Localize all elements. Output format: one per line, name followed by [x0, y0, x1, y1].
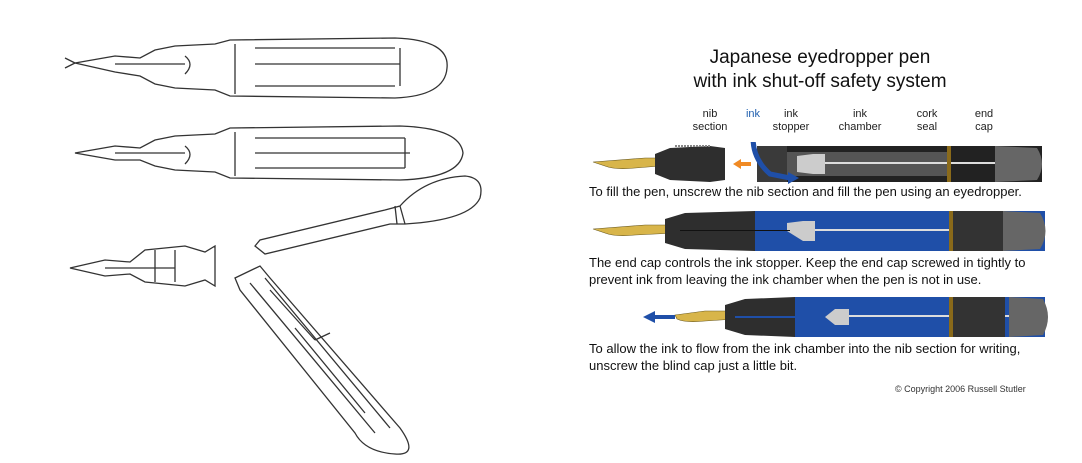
- label-ink-chamber: ink chamber: [839, 108, 882, 134]
- end-cap: [995, 146, 1042, 182]
- nib-section-body: [655, 146, 725, 182]
- label-nib-section: nib section: [693, 108, 728, 134]
- copyright-notice: © Copyright 2006 Russell Stutler: [895, 384, 1026, 394]
- diagram-title: Japanese eyedropper pen with ink shut-of…: [640, 46, 1000, 94]
- ink-flow-arrow: [750, 142, 791, 181]
- label-nib-section-l2: section: [692, 121, 728, 133]
- label-end-cap-l2: cap: [975, 121, 993, 133]
- pen-diagram-writing: [643, 297, 1048, 337]
- label-ink-chamber-l1: ink: [852, 108, 868, 120]
- caption-fill: To fill the pen, unscrew the nib section…: [589, 184, 1022, 199]
- ink-stopper: [797, 154, 825, 174]
- label-cork-seal-l1: cork: [916, 108, 938, 120]
- label-ink-stopper: ink stopper: [773, 108, 810, 134]
- sketch-eyedropper: [254, 175, 482, 255]
- pen-parts-sketch: [64, 37, 482, 455]
- label-cork-seal-l2: seal: [916, 121, 938, 133]
- cork-seal: [947, 146, 951, 182]
- label-nib-section-l1: nib: [702, 108, 718, 120]
- sketch-pen-assembled-1: [64, 37, 448, 99]
- pen-diagram-closed: [592, 211, 1046, 251]
- title-line-2: with ink shut-off safety system: [693, 71, 947, 92]
- title-line-1: Japanese eyedropper pen: [709, 47, 931, 68]
- label-ink-chamber-l2: chamber: [838, 121, 882, 133]
- label-end-cap-l1: end: [974, 108, 994, 120]
- label-ink-stopper-l2: stopper: [772, 121, 810, 133]
- pen-diagram-filling: [592, 142, 1042, 184]
- sketch-pen-body-barrel: [234, 265, 410, 455]
- ink-out-arrow: [643, 311, 675, 323]
- caption-open-2: unscrew the blind cap just a little bit.: [589, 358, 798, 373]
- caption-open-1: To allow the ink to flow from the ink ch…: [589, 341, 1021, 356]
- sketch-nib-section: [69, 244, 216, 288]
- caption-closed-1: The end cap controls the ink stopper. Ke…: [589, 255, 1026, 270]
- label-ink: ink: [745, 108, 761, 120]
- label-ink-stopper-l1: ink: [783, 108, 799, 120]
- label-end-cap: end cap: [975, 108, 993, 134]
- orange-arrow: [733, 159, 751, 169]
- sketch-pen-assembled-2: [74, 125, 464, 181]
- label-cork-seal: cork seal: [917, 108, 938, 134]
- nib: [592, 157, 661, 169]
- nib: [592, 224, 676, 236]
- caption-closed-2: prevent ink from leaving the ink chamber…: [589, 272, 982, 287]
